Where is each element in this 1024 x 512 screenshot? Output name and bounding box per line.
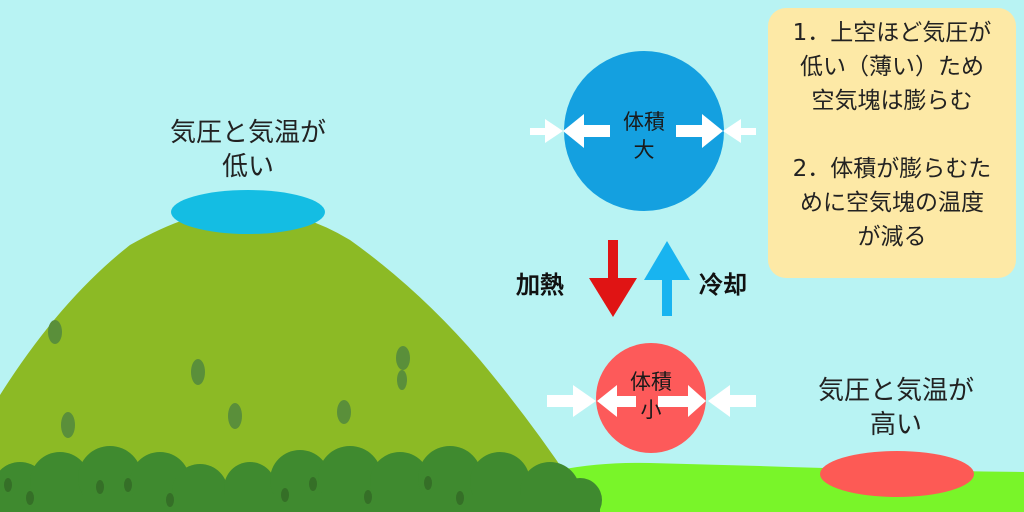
large-parcel-label: 体積 大: [623, 110, 665, 162]
ground-label: 気圧と気温が 高い: [817, 376, 974, 440]
explanation-box: 1．上空ほど気圧が 低い（薄い）ため 空気塊は膨らむ 2．体積が膨らむた めに空…: [768, 8, 1016, 278]
mountain-spots: [48, 320, 410, 438]
low-pressure-ellipse: [171, 190, 325, 234]
cooling-label: 冷却: [699, 271, 747, 299]
compress-arrows-icon: [547, 385, 756, 417]
explanation-gap: [768, 118, 1016, 152]
explanation-item-1: 1．上空ほど気圧が 低い（薄い）ため 空気塊は膨らむ: [792, 20, 992, 114]
large-air-parcel: [564, 51, 724, 211]
bushes: [0, 446, 602, 512]
heating-label: 加熱: [516, 271, 564, 299]
summit-label: 気圧と気温が 低い: [169, 118, 326, 182]
mountain: [0, 209, 570, 512]
small-air-parcel: [596, 343, 706, 453]
explanation-item-2: 2．体積が膨らむた めに空気塊の温度 が減る: [792, 156, 992, 250]
bush-spots: [4, 476, 464, 507]
expand-arrows-icon: [530, 114, 756, 148]
small-parcel-label: 体積 小: [630, 370, 672, 422]
high-pressure-ellipse: [820, 451, 974, 497]
heating-arrow-icon: [589, 240, 637, 317]
cooling-arrow-icon: [644, 241, 690, 316]
